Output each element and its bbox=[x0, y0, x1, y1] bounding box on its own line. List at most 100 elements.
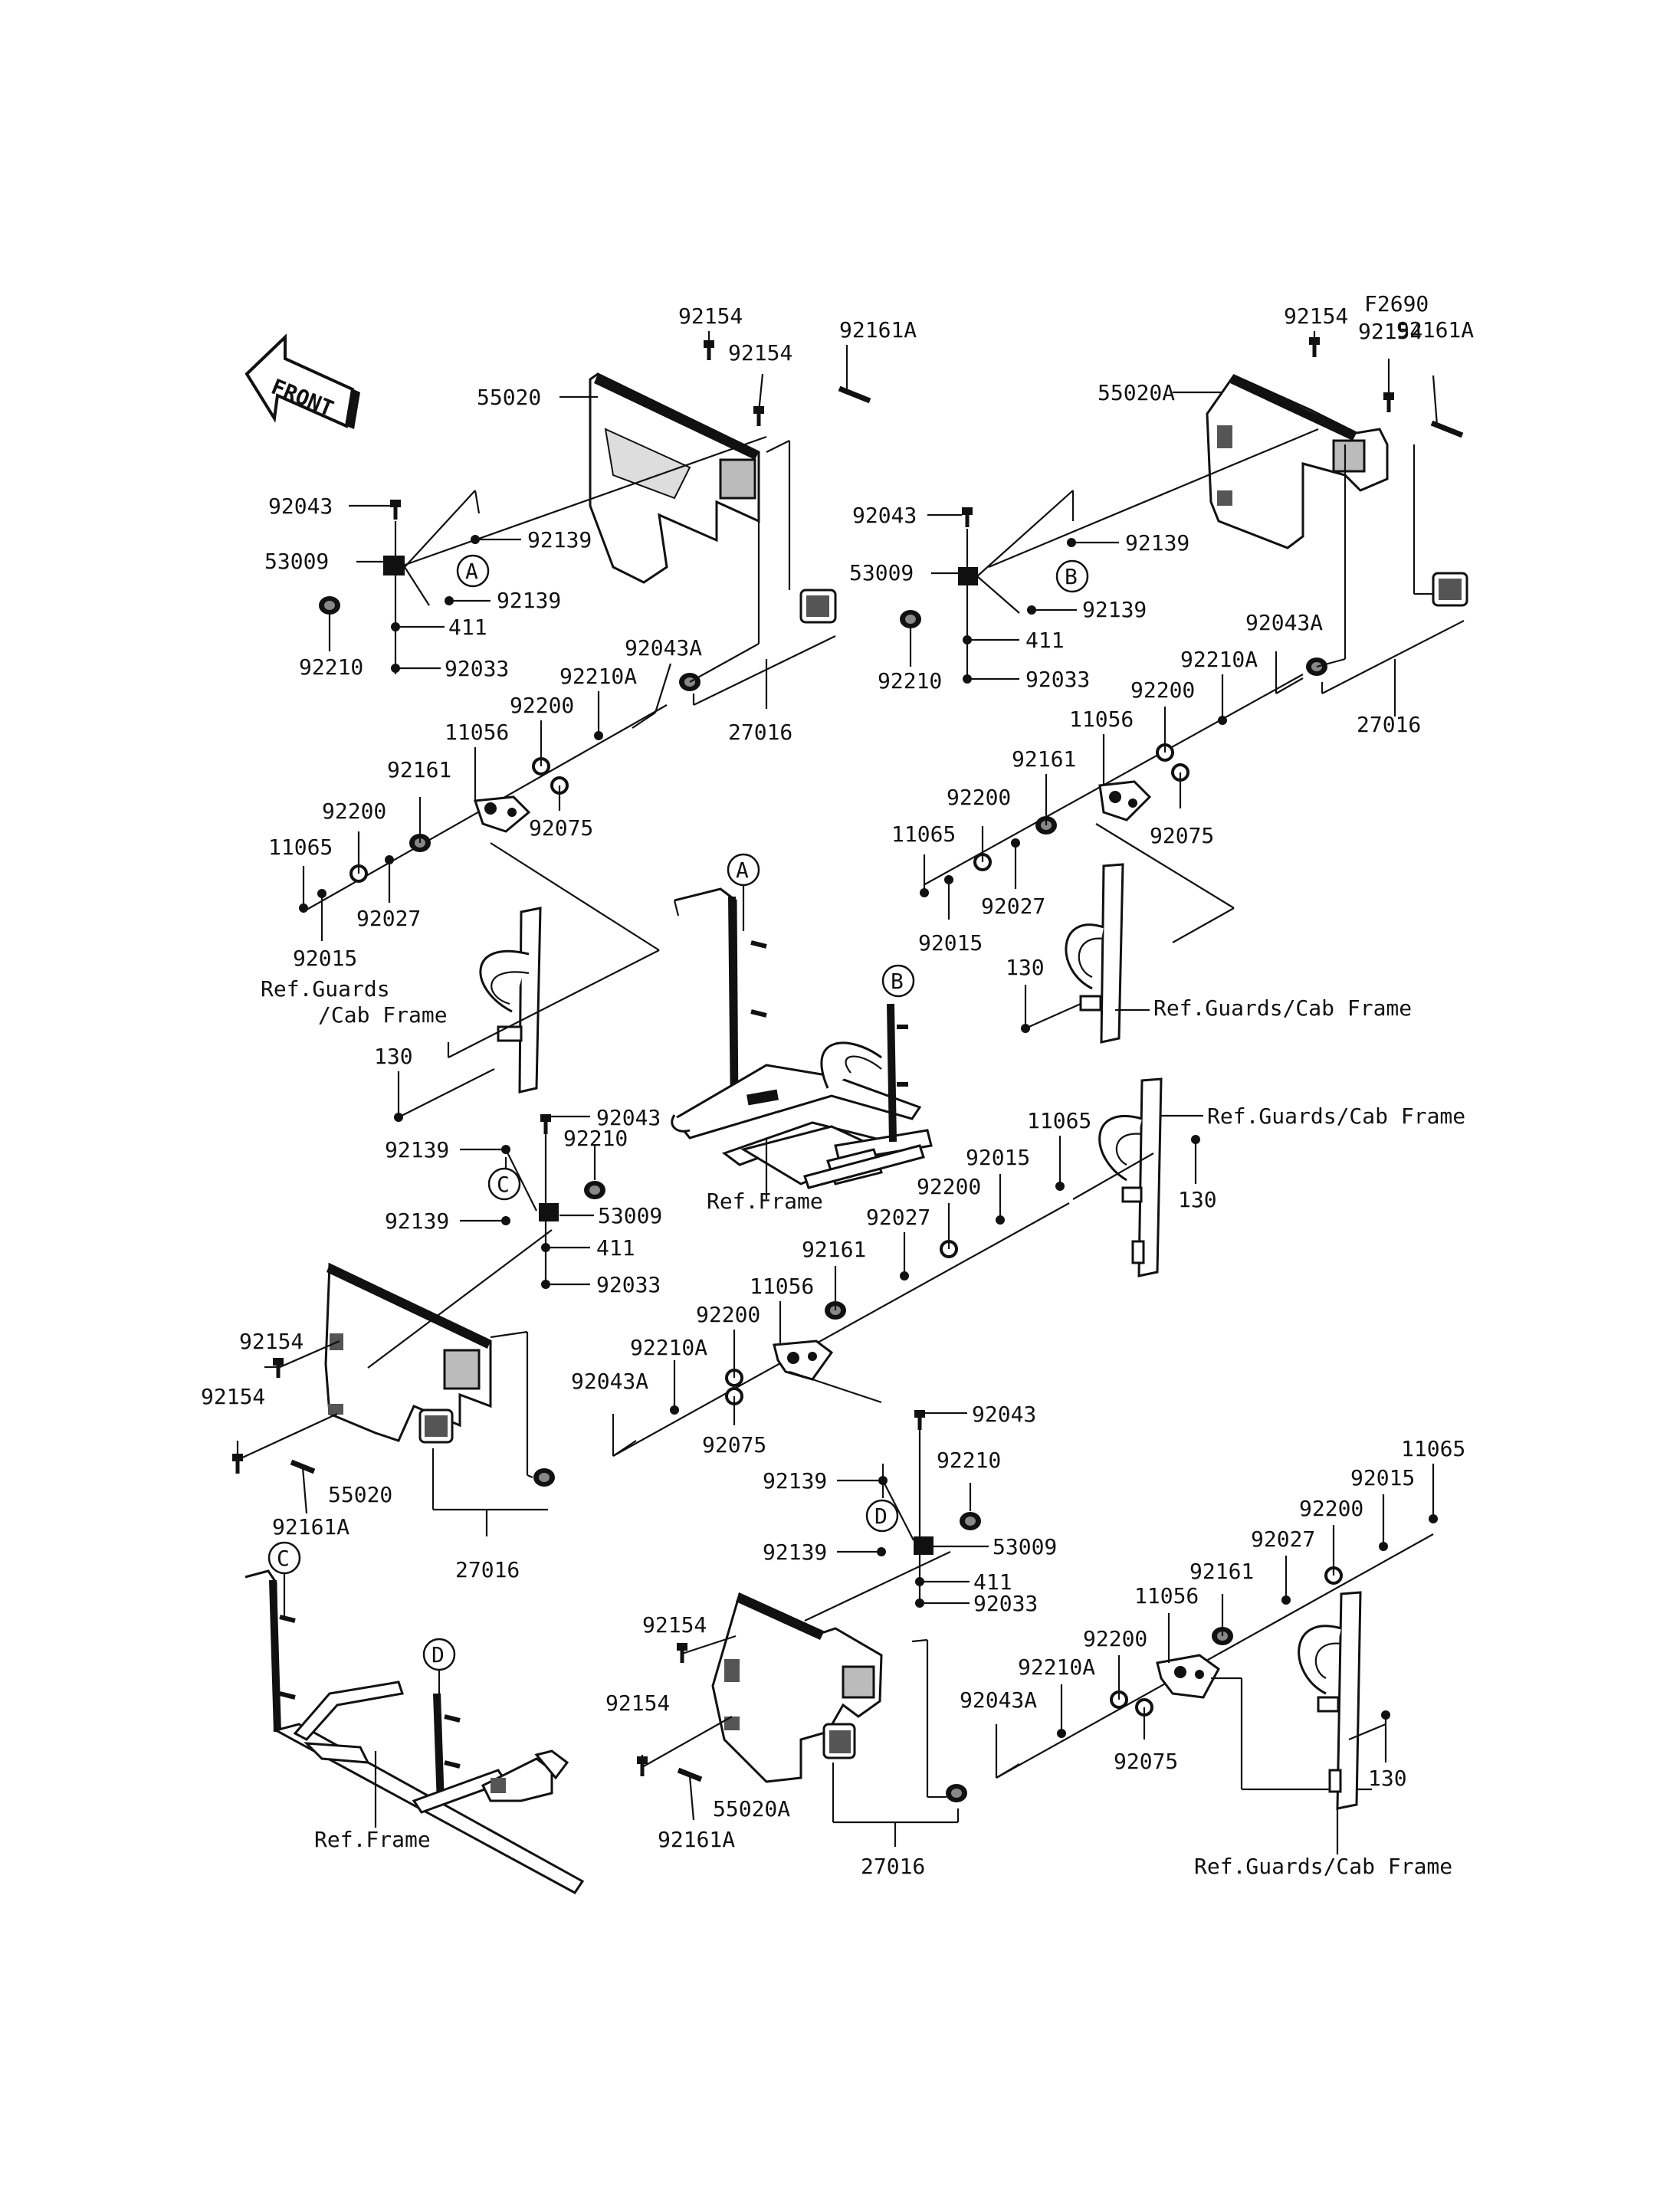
label-53009: 53009 bbox=[849, 560, 914, 585]
reflector-27016 bbox=[1432, 572, 1468, 607]
nut-92210 bbox=[319, 596, 340, 615]
label-130: 130 bbox=[1006, 955, 1045, 980]
label-92139: 92139 bbox=[763, 1468, 827, 1494]
label-92139: 92139 bbox=[497, 588, 561, 613]
label-92161: 92161 bbox=[1189, 1559, 1254, 1584]
pin-92161A bbox=[839, 389, 870, 401]
label-92015: 92015 bbox=[966, 1145, 1030, 1170]
label-92027: 92027 bbox=[981, 894, 1045, 919]
guard-frame-right bbox=[1065, 863, 1124, 1044]
light-housing-55020 bbox=[324, 1262, 492, 1442]
guard-frame-bottom bbox=[1298, 1591, 1362, 1810]
label-92027: 92027 bbox=[356, 906, 421, 931]
label-55020A: 55020A bbox=[1098, 380, 1175, 405]
label-130: 130 bbox=[374, 1044, 413, 1069]
label-53009: 53009 bbox=[598, 1203, 662, 1228]
reflector-27016 bbox=[418, 1408, 454, 1444]
label-53009: 53009 bbox=[993, 1534, 1057, 1559]
bracket-11056 bbox=[773, 1340, 834, 1381]
label-27016: 27016 bbox=[455, 1557, 520, 1582]
label-92154: 92154 bbox=[605, 1690, 670, 1716]
label-92161A: 92161A bbox=[272, 1514, 349, 1540]
label-92200: 92200 bbox=[1130, 677, 1195, 703]
label-92154: 92154 bbox=[678, 303, 743, 329]
label-ref-guards-cab-frame: Ref.Guards/Cab Frame bbox=[1153, 995, 1412, 1021]
label-11056: 11056 bbox=[1069, 707, 1134, 732]
screw-92043 bbox=[390, 500, 401, 520]
label-55020A: 55020A bbox=[713, 1796, 790, 1822]
nut-92210 bbox=[900, 610, 921, 628]
screw-92043 bbox=[962, 507, 973, 527]
label-92161A: 92161A bbox=[658, 1827, 735, 1852]
label-92027: 92027 bbox=[866, 1205, 930, 1230]
label-92161A: 92161A bbox=[1396, 317, 1474, 343]
label-92139: 92139 bbox=[1125, 530, 1189, 556]
light-housing-55020A bbox=[1206, 374, 1389, 549]
label-11056: 11056 bbox=[750, 1274, 814, 1299]
label-411: 411 bbox=[596, 1235, 635, 1261]
light-housing-55020A bbox=[711, 1592, 883, 1783]
label-92015: 92015 bbox=[1350, 1465, 1415, 1490]
label-92075: 92075 bbox=[529, 815, 593, 841]
label-92154: 92154 bbox=[642, 1612, 707, 1638]
label-92154: 92154 bbox=[239, 1329, 304, 1354]
reflector-27016 bbox=[822, 1723, 856, 1759]
label-92200: 92200 bbox=[510, 693, 574, 718]
label-92043: 92043 bbox=[852, 503, 917, 528]
label-92200: 92200 bbox=[947, 785, 1011, 810]
label-92015: 92015 bbox=[918, 930, 983, 956]
label-ref-frame: Ref.Frame bbox=[314, 1827, 431, 1852]
label-92161: 92161 bbox=[802, 1237, 866, 1262]
label-ref-frame: Ref.Frame bbox=[707, 1189, 823, 1214]
pin-92161A bbox=[677, 1767, 703, 1782]
label-92154: 92154 bbox=[1358, 319, 1422, 344]
label-92210A: 92210A bbox=[1180, 647, 1258, 672]
label-92161: 92161 bbox=[1012, 746, 1076, 772]
label-92033: 92033 bbox=[596, 1272, 661, 1297]
label-92043: 92043 bbox=[268, 494, 333, 519]
label-55020: 55020 bbox=[328, 1482, 392, 1507]
label-92043A: 92043A bbox=[1245, 610, 1323, 635]
callout-letter-D: D bbox=[431, 1642, 445, 1667]
callout-letter-C: C bbox=[277, 1546, 290, 1571]
assembly-bottom-right: D bbox=[605, 1402, 1465, 1879]
label-92027: 92027 bbox=[1251, 1526, 1315, 1552]
grommet bbox=[533, 1468, 555, 1487]
label-92139: 92139 bbox=[527, 527, 592, 553]
callout-A bbox=[456, 554, 490, 588]
callout-letter-B: B bbox=[891, 969, 904, 994]
callout-letter-D: D bbox=[874, 1503, 888, 1529]
pin-92161A bbox=[290, 1459, 316, 1474]
label-53009: 53009 bbox=[264, 549, 329, 574]
label-92043A: 92043A bbox=[625, 635, 702, 661]
label-92154: 92154 bbox=[201, 1384, 265, 1409]
label-11065: 11065 bbox=[891, 821, 956, 847]
grommet bbox=[946, 1784, 967, 1802]
label-92033: 92033 bbox=[973, 1591, 1038, 1616]
bracket-53009 bbox=[539, 1203, 559, 1221]
label-92033: 92033 bbox=[445, 656, 509, 681]
label-11065: 11065 bbox=[268, 835, 333, 860]
frame-lower: C D Ref.Frame bbox=[244, 1541, 585, 1894]
label-ref-guards-cab-frame: Ref.Guards/Cab Frame bbox=[1207, 1103, 1465, 1129]
label-92161A: 92161A bbox=[839, 317, 917, 343]
label-92043: 92043 bbox=[596, 1105, 661, 1130]
label-ref-guards-cab-frame: Ref.Guards/Cab Frame bbox=[1194, 1854, 1452, 1879]
label-92139: 92139 bbox=[763, 1540, 827, 1565]
diagram-code: F2690 bbox=[1364, 291, 1429, 316]
label-92033: 92033 bbox=[1025, 667, 1090, 692]
assembly-middle-left: C bbox=[201, 1077, 1465, 1582]
label-92139: 92139 bbox=[1082, 597, 1147, 622]
label-27016: 27016 bbox=[861, 1854, 925, 1879]
callout-D bbox=[865, 1499, 899, 1533]
label-92161: 92161 bbox=[387, 757, 451, 782]
label-411: 411 bbox=[1025, 628, 1065, 653]
label-92210: 92210 bbox=[937, 1448, 1001, 1473]
callout-letter-C: C bbox=[497, 1172, 510, 1197]
label-92210: 92210 bbox=[878, 668, 942, 694]
label-92210A: 92210A bbox=[1018, 1654, 1095, 1680]
guard-frame-left bbox=[479, 907, 542, 1094]
label-11065: 11065 bbox=[1401, 1436, 1465, 1461]
label-11056: 11056 bbox=[1134, 1583, 1199, 1608]
